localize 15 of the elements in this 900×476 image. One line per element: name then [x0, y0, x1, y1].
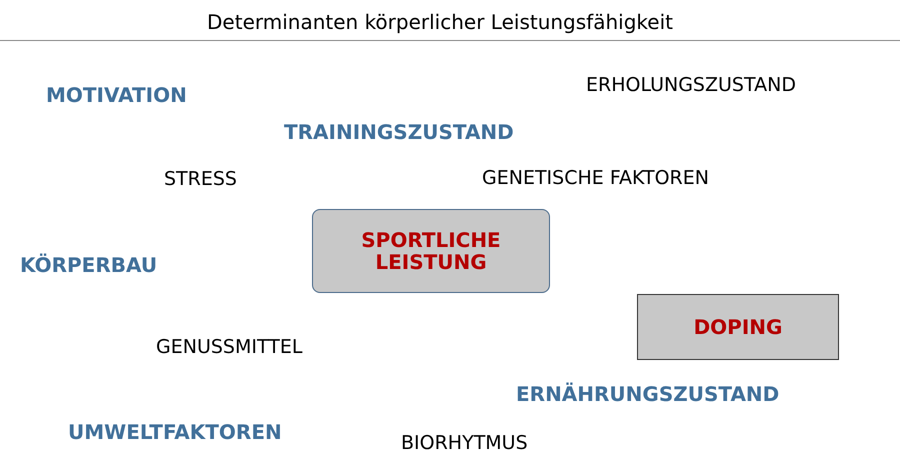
highlight-box — [637, 294, 839, 360]
box-text: DOPING — [694, 316, 782, 338]
diagram-title: Determinanten körperlicher Leistungsfähigkeit — [206, 10, 674, 34]
highlight-box — [312, 209, 550, 293]
factor-label: KÖRPERBAU — [20, 253, 158, 277]
factor-label: UMWELTFAKTOREN — [68, 420, 282, 444]
factor-label: STRESS — [164, 168, 237, 190]
box-text: SPORTLICHE LEISTUNG — [360, 229, 502, 273]
factor-label: GENETISCHE FAKTOREN — [482, 167, 709, 189]
factor-label: ERNÄHRUNGSZUSTAND — [516, 382, 780, 406]
factor-label: TRAININGSZUSTAND — [284, 120, 514, 144]
factor-label: BIORHYTMUS — [401, 432, 528, 454]
factor-label: ERHOLUNGSZUSTAND — [586, 74, 796, 96]
factor-label: GENUSSMITTEL — [156, 336, 302, 358]
factor-label: MOTIVATION — [46, 83, 187, 107]
